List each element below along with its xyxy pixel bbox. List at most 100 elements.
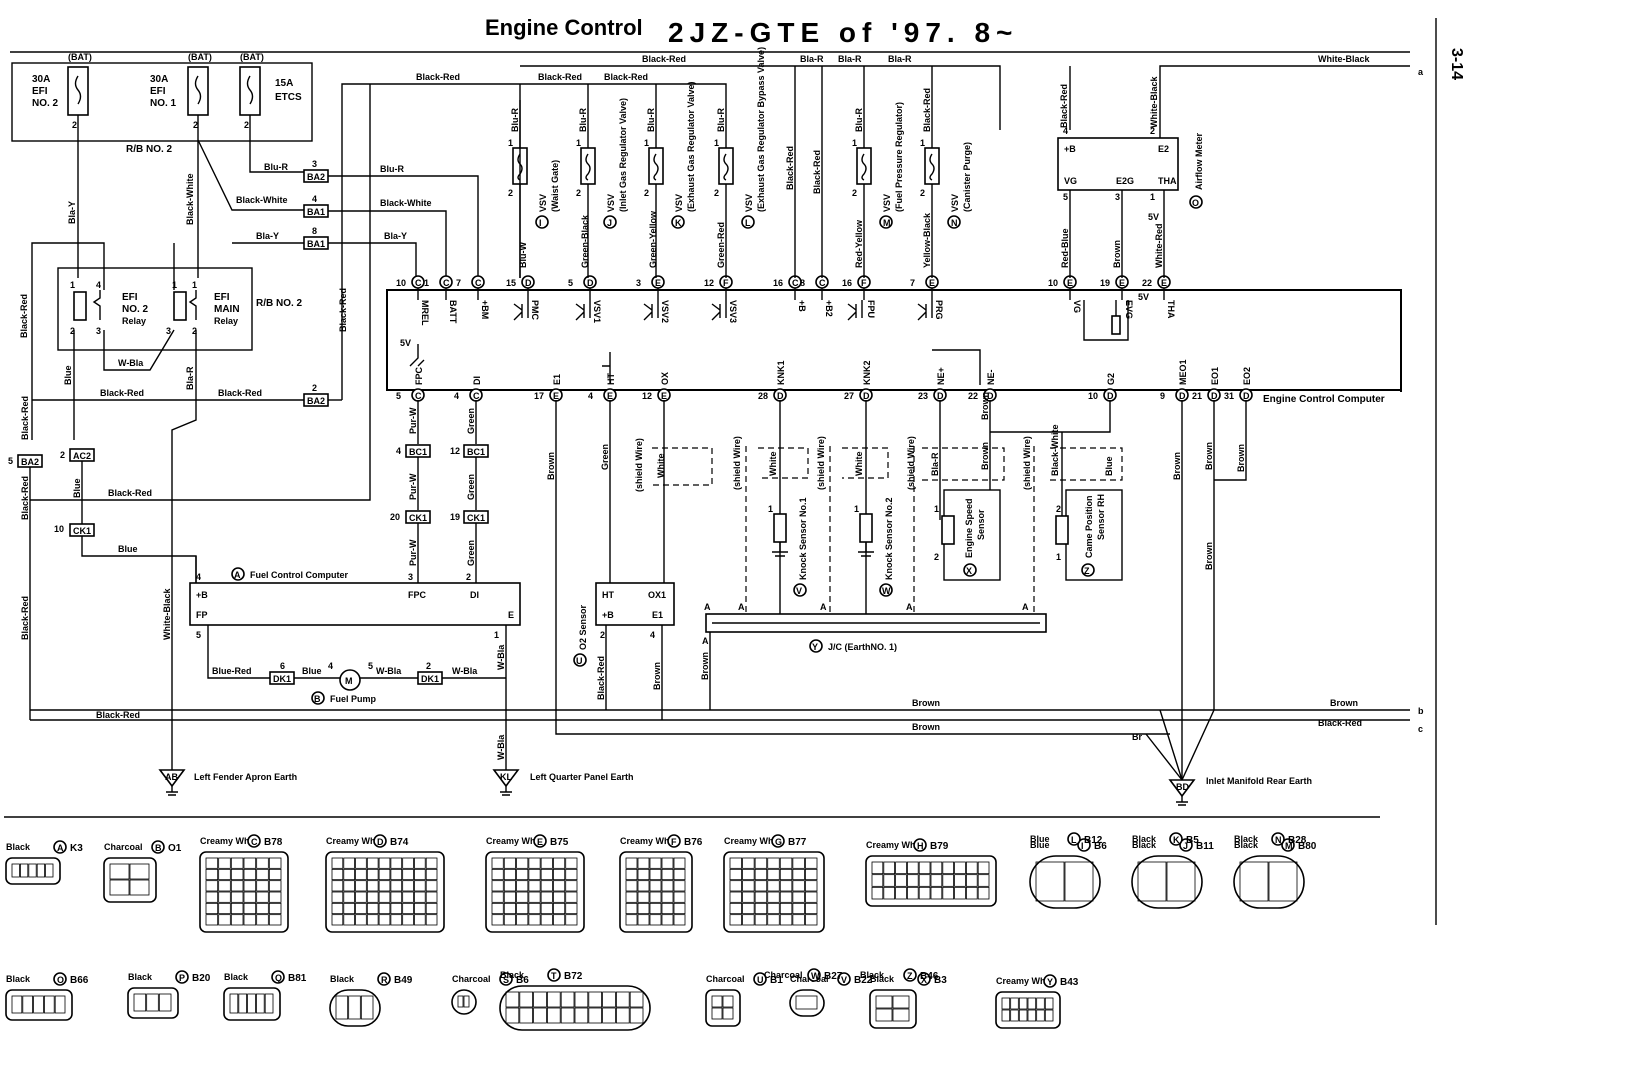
ecu-bottom-conn: E bbox=[553, 391, 559, 401]
vsv-letter: J bbox=[607, 218, 612, 228]
vsv-desc: (Canister Purge) bbox=[962, 142, 972, 212]
vsv-top-wire: Blu-R bbox=[510, 108, 520, 132]
wire-white-black-top: White-Black bbox=[1318, 54, 1371, 64]
earth-kl: KL Left Quarter Panel Earth bbox=[492, 769, 634, 796]
ecu-top-conn: C bbox=[443, 278, 450, 288]
vsv-letter: M bbox=[883, 218, 891, 228]
connector-code: B80 bbox=[1298, 841, 1317, 852]
connector-color: Black bbox=[870, 974, 895, 984]
airflow-term-b: +B bbox=[1064, 144, 1076, 154]
wire-black-red-h2: Black-Red bbox=[218, 388, 262, 398]
wire-br: Br bbox=[1132, 732, 1142, 742]
fcc-pin1: 1 bbox=[494, 630, 499, 640]
fuel-pump: 4 M 5 B Fuel Pump bbox=[311, 661, 377, 705]
junction-ba2-2: 2 BA2 bbox=[303, 383, 329, 407]
ecu-top-pin: 22 bbox=[1142, 278, 1152, 288]
relay-efi-main-pin1b: 1 bbox=[192, 280, 197, 290]
connector-code: B76 bbox=[684, 837, 703, 848]
wire-blu-r-ba2: Blu-R bbox=[264, 162, 288, 172]
connector-letter: M bbox=[1285, 841, 1293, 851]
connector-code: B20 bbox=[192, 973, 211, 984]
vsv-name: VSV bbox=[950, 194, 960, 212]
junction-ck1-19-code: CK1 bbox=[467, 513, 485, 523]
wire-black-red-plusb2: Black-Red bbox=[812, 150, 822, 194]
ecu-bottom-name: G2 bbox=[1106, 373, 1116, 385]
relay-efi-main: EFI MAIN Relay 1 1 3 2 bbox=[166, 280, 240, 336]
ecu-top-name: EVG bbox=[1124, 300, 1134, 319]
airflow-5v: 5V bbox=[1148, 212, 1159, 222]
jc-label: J/C (EarthNO. 1) bbox=[828, 642, 897, 652]
jc-earth-strip: A A A A A A Y J/C (EarthNO. 1) bbox=[702, 602, 1047, 653]
junction-ba1-8-pin: 8 bbox=[312, 226, 317, 236]
junction-ck1-20-code: CK1 bbox=[409, 513, 427, 523]
airflow-pin2: 2 bbox=[1150, 126, 1155, 136]
junction-dk1-2-code: DK1 bbox=[421, 674, 439, 684]
connector-color: Black bbox=[1234, 834, 1259, 844]
wire-black-red-h3: Black-Red bbox=[108, 488, 152, 498]
connector-letter: V bbox=[841, 975, 847, 985]
ecu-top-pin: 12 bbox=[704, 278, 714, 288]
wire-white-k2: White bbox=[854, 452, 864, 477]
wire-brown-eo1: Brown bbox=[1204, 442, 1214, 470]
airflow-term-e2: E2 bbox=[1158, 144, 1169, 154]
connector-letter: R bbox=[381, 975, 388, 985]
connector-letter: G bbox=[775, 837, 782, 847]
wire-blue-ck1: Blue bbox=[118, 544, 138, 554]
wire-blue-pump: Blue bbox=[302, 666, 322, 676]
cp-letter: Z bbox=[1084, 566, 1090, 576]
wire-brown-eo1b: Brown bbox=[1204, 542, 1214, 570]
wire-black-red-airflow: Black-Red bbox=[1059, 84, 1069, 128]
wire-pur-w-1: Pur-W bbox=[408, 407, 418, 434]
connector-letter: X bbox=[921, 975, 927, 985]
fuse-efi-no1: (BAT) 30A EFI NO. 1 2 bbox=[150, 52, 212, 130]
fuse-efi-no2: (BAT) 30A EFI NO. 2 2 bbox=[32, 52, 92, 130]
junction-ck1-19: 19 CK1 bbox=[450, 510, 489, 524]
fuse-efi-no1-pin: 2 bbox=[193, 120, 198, 130]
ecu-bottom-conn: E bbox=[607, 391, 613, 401]
jc-term-2: A bbox=[738, 602, 745, 612]
airflow-label: Airflow Meter bbox=[1194, 132, 1204, 190]
o2-term-b: +B bbox=[602, 610, 614, 620]
earth-kl-label: Left Quarter Panel Earth bbox=[530, 772, 634, 782]
connector-code: B5 bbox=[1186, 835, 1199, 846]
jc-term-1: A bbox=[704, 602, 711, 612]
fuel-pump-label: Fuel Pump bbox=[330, 694, 377, 704]
ecu-top-pin: 8 bbox=[800, 278, 805, 288]
junction-ck1-10: 10 CK1 bbox=[54, 523, 95, 537]
cp-label1: Came Position bbox=[1084, 495, 1094, 558]
ecu-top-name: VSV2 bbox=[660, 300, 670, 323]
wire-blu-r-ecu: Blu-R bbox=[380, 164, 404, 174]
connector-code: B22 bbox=[854, 975, 873, 986]
junction-ba2-2-pin: 2 bbox=[312, 383, 317, 393]
connector-color: Charcoal bbox=[104, 842, 143, 852]
connector-code: B12 bbox=[1084, 835, 1103, 846]
fuse-efi-no1-bat: (BAT) bbox=[188, 52, 212, 62]
relay-efi-no2: EFI NO. 2 Relay 1 4 2 3 bbox=[70, 280, 149, 336]
wire-brown-eo2: Brown bbox=[1236, 444, 1246, 472]
connector-letter: T bbox=[551, 971, 557, 981]
ecu-bottom-pin: 27 bbox=[844, 391, 854, 401]
vsv-pin1: 1 bbox=[576, 138, 581, 148]
es-pin1: 1 bbox=[934, 504, 939, 514]
earth-bd-label: Inlet Manifold Rear Earth bbox=[1206, 776, 1312, 786]
ecu-bottom-name: HT bbox=[606, 373, 616, 385]
fcc-pin3: 3 bbox=[408, 572, 413, 582]
wire-brown-meo1: Brown bbox=[1172, 452, 1182, 480]
junction-ck1-20-pin: 20 bbox=[390, 512, 400, 522]
earth-bd: BD Inlet Manifold Rear Earth bbox=[1168, 776, 1312, 806]
junction-bc1-12-pin: 12 bbox=[450, 446, 460, 456]
airflow-pin5: 5 bbox=[1063, 192, 1068, 202]
ecu-top-terminals: C10MRELC1BATTC7+BMD15PMCBlu-WD5VSV1Green… bbox=[396, 210, 1176, 326]
ref-b: b bbox=[1418, 706, 1424, 716]
fuel-pump-pin4: 4 bbox=[328, 661, 333, 671]
ecu-top-wire: Red-Blue bbox=[1060, 228, 1070, 268]
cam-position-sensor: 2 1 Z Came Position Sensor RH bbox=[1055, 489, 1123, 581]
